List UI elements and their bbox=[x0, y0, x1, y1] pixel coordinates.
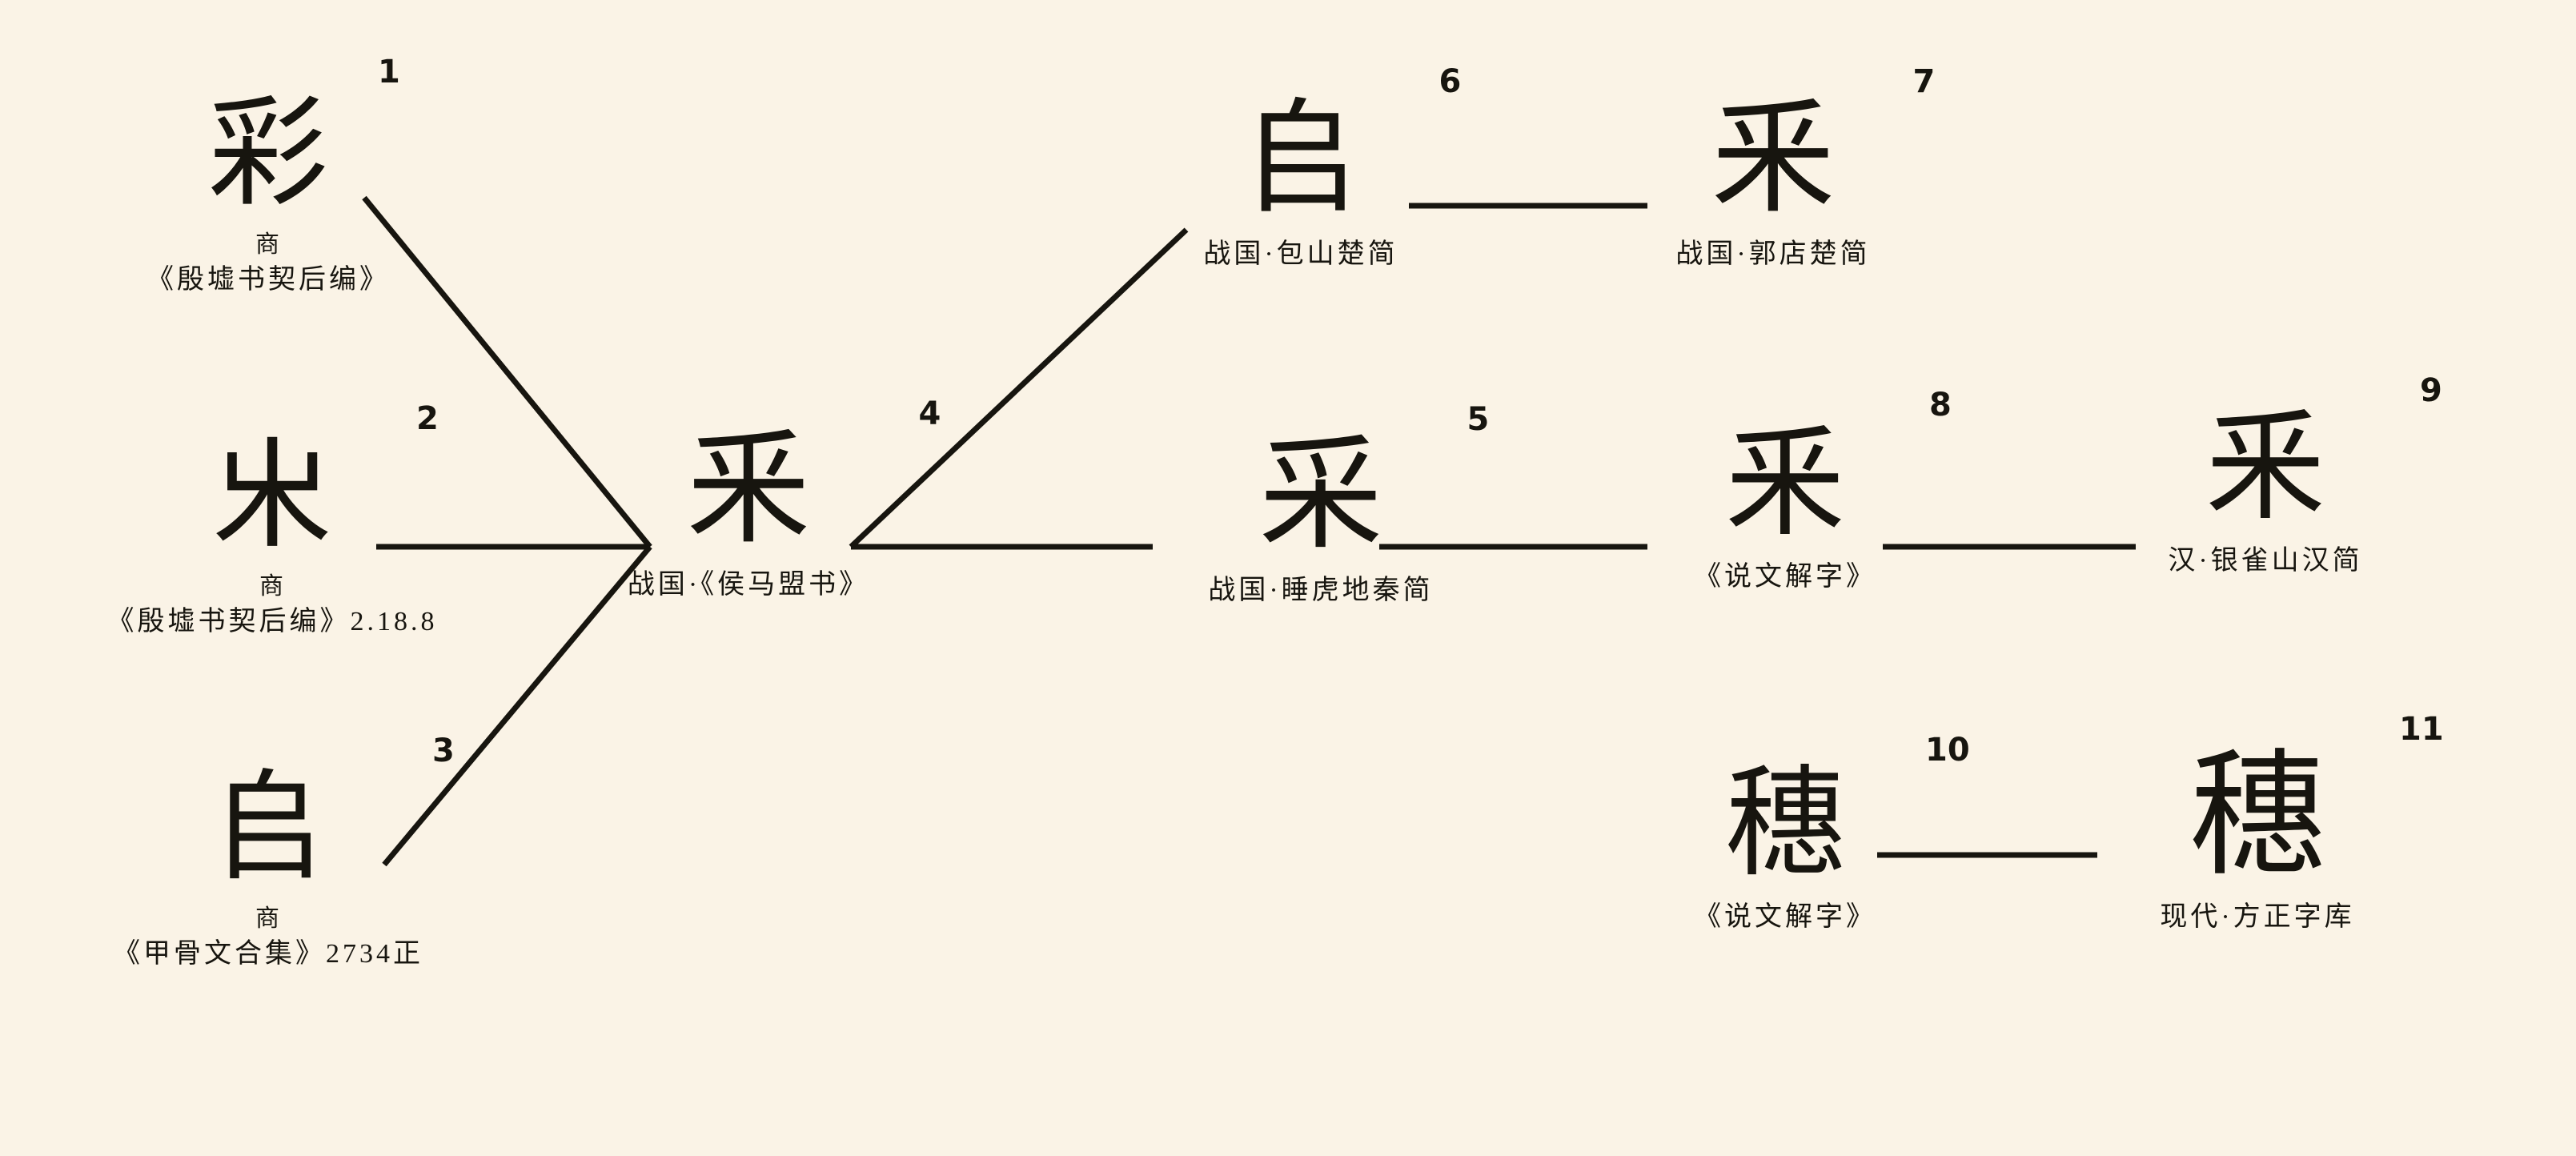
sequence-number-4: 4 bbox=[918, 395, 941, 432]
evolution-entry-8[interactable]: 釆 8 《说文解字》 bbox=[1625, 389, 1952, 596]
caption-6: 战国·包山楚简 bbox=[1203, 236, 1398, 273]
glyph-row: 𠂤 6 bbox=[1238, 66, 1462, 228]
glyph-character-11: 穗 bbox=[2189, 741, 2325, 892]
source-label-6: 战国·包山楚简 bbox=[1203, 239, 1398, 269]
glyph-row: 采 5 bbox=[1258, 403, 1490, 564]
glyph-row: 釆 4 bbox=[686, 398, 941, 559]
caption-8: 《说文解字》 bbox=[1694, 559, 1876, 596]
glyph-row: 釆 7 bbox=[1711, 66, 1936, 228]
caption-11: 现代·方正字库 bbox=[2160, 899, 2354, 936]
evolution-entry-1[interactable]: 彩 1 商 《殷墟书契后编》 bbox=[136, 56, 400, 298]
source-label-8: 《说文解字》 bbox=[1694, 562, 1876, 592]
glyph-row: 彩 1 bbox=[207, 56, 400, 221]
glyph-row: 穗 10 bbox=[1724, 734, 1970, 891]
evolution-entry-7[interactable]: 釆 7 战国·郭店楚简 bbox=[1617, 66, 1936, 273]
source-label-11: 现代·方正字库 bbox=[2160, 902, 2355, 932]
sequence-number-3: 3 bbox=[431, 733, 455, 769]
sequence-number-1: 1 bbox=[377, 54, 400, 90]
glyph-character-3: 𠂤 bbox=[207, 762, 328, 895]
glyph-character-9: 釆 bbox=[2205, 402, 2325, 535]
sequence-number-2: 2 bbox=[415, 400, 439, 437]
glyph-character-6: 𠂤 bbox=[1238, 90, 1363, 228]
sequence-number-9: 9 bbox=[2419, 372, 2442, 409]
source-label-3: 《甲骨文合集》2734正 bbox=[113, 938, 423, 969]
glyph-row: 𠂤 3 bbox=[207, 735, 455, 895]
glyph-character-10: 穗 bbox=[1724, 758, 1845, 891]
sequence-number-5: 5 bbox=[1467, 401, 1490, 438]
era-label-3: 商 bbox=[255, 905, 281, 932]
evolution-entry-2[interactable]: 𣎵 2 商 《殷墟书契后编》2.18.8 bbox=[104, 403, 440, 640]
caption-10: 《说文解字》 bbox=[1694, 899, 1876, 936]
source-label-2: 《殷墟书契后编》2.18.8 bbox=[106, 606, 438, 636]
source-label-9: 汉·银雀山汉简 bbox=[2168, 546, 2363, 576]
era-label-1: 商 bbox=[255, 231, 281, 258]
sequence-number-6: 6 bbox=[1438, 63, 1462, 100]
glyph-character-4: 釆 bbox=[686, 421, 811, 559]
source-label-7: 战国·郭店楚简 bbox=[1675, 239, 1871, 269]
evolution-entry-6[interactable]: 𠂤 6 战国·包山楚简 bbox=[1145, 66, 1462, 273]
era-label-2: 商 bbox=[259, 573, 285, 600]
glyph-row: 穗 11 bbox=[2189, 713, 2444, 892]
evolution-entry-9[interactable]: 釆 9 汉·银雀山汉简 bbox=[2105, 375, 2442, 580]
sequence-number-7: 7 bbox=[1912, 63, 1936, 100]
source-label-10: 《说文解字》 bbox=[1694, 902, 1876, 932]
glyph-row: 𣎵 2 bbox=[211, 403, 439, 563]
sequence-number-10: 10 bbox=[1924, 732, 1970, 769]
evolution-entry-4[interactable]: 釆 4 战国·《侯马盟书》 bbox=[560, 398, 941, 604]
glyph-row: 釆 9 bbox=[2205, 375, 2442, 535]
evolution-entry-5[interactable]: 采 5 战国·睡虎地秦简 bbox=[1145, 403, 1497, 609]
sequence-number-11: 11 bbox=[2398, 711, 2444, 748]
evolution-entry-10[interactable]: 穗 10 《说文解字》 bbox=[1625, 734, 1970, 936]
source-label-4: 战国·《侯马盟书》 bbox=[627, 570, 870, 600]
caption-5: 战国·睡虎地秦简 bbox=[1208, 572, 1433, 609]
caption-4: 战国·《侯马盟书》 bbox=[628, 567, 869, 604]
caption-1: 商 《殷墟书契后编》 bbox=[146, 229, 390, 298]
evolution-entry-3[interactable]: 𠂤 3 商 《甲骨文合集》2734正 bbox=[80, 735, 456, 972]
caption-9: 汉·银雀山汉简 bbox=[2168, 543, 2362, 580]
glyph-row: 釆 8 bbox=[1724, 389, 1952, 551]
glyph-character-1: 彩 bbox=[207, 88, 328, 221]
sequence-number-8: 8 bbox=[1928, 387, 1952, 423]
glyph-character-8: 釆 bbox=[1724, 418, 1845, 551]
caption-7: 战国·郭店楚简 bbox=[1675, 236, 1870, 273]
caption-2: 商 《殷墟书契后编》2.18.8 bbox=[107, 571, 438, 640]
glyph-character-2: 𣎵 bbox=[211, 430, 332, 563]
source-label-1: 《殷墟书契后编》 bbox=[146, 264, 390, 295]
glyph-character-7: 釆 bbox=[1711, 90, 1836, 228]
glyph-character-5: 采 bbox=[1258, 427, 1383, 564]
evolution-entry-11[interactable]: 穗 11 现代·方正字库 bbox=[2097, 713, 2444, 936]
source-label-5: 战国·睡虎地秦简 bbox=[1208, 576, 1434, 605]
caption-3: 商 《甲骨文合集》2734正 bbox=[113, 903, 423, 972]
